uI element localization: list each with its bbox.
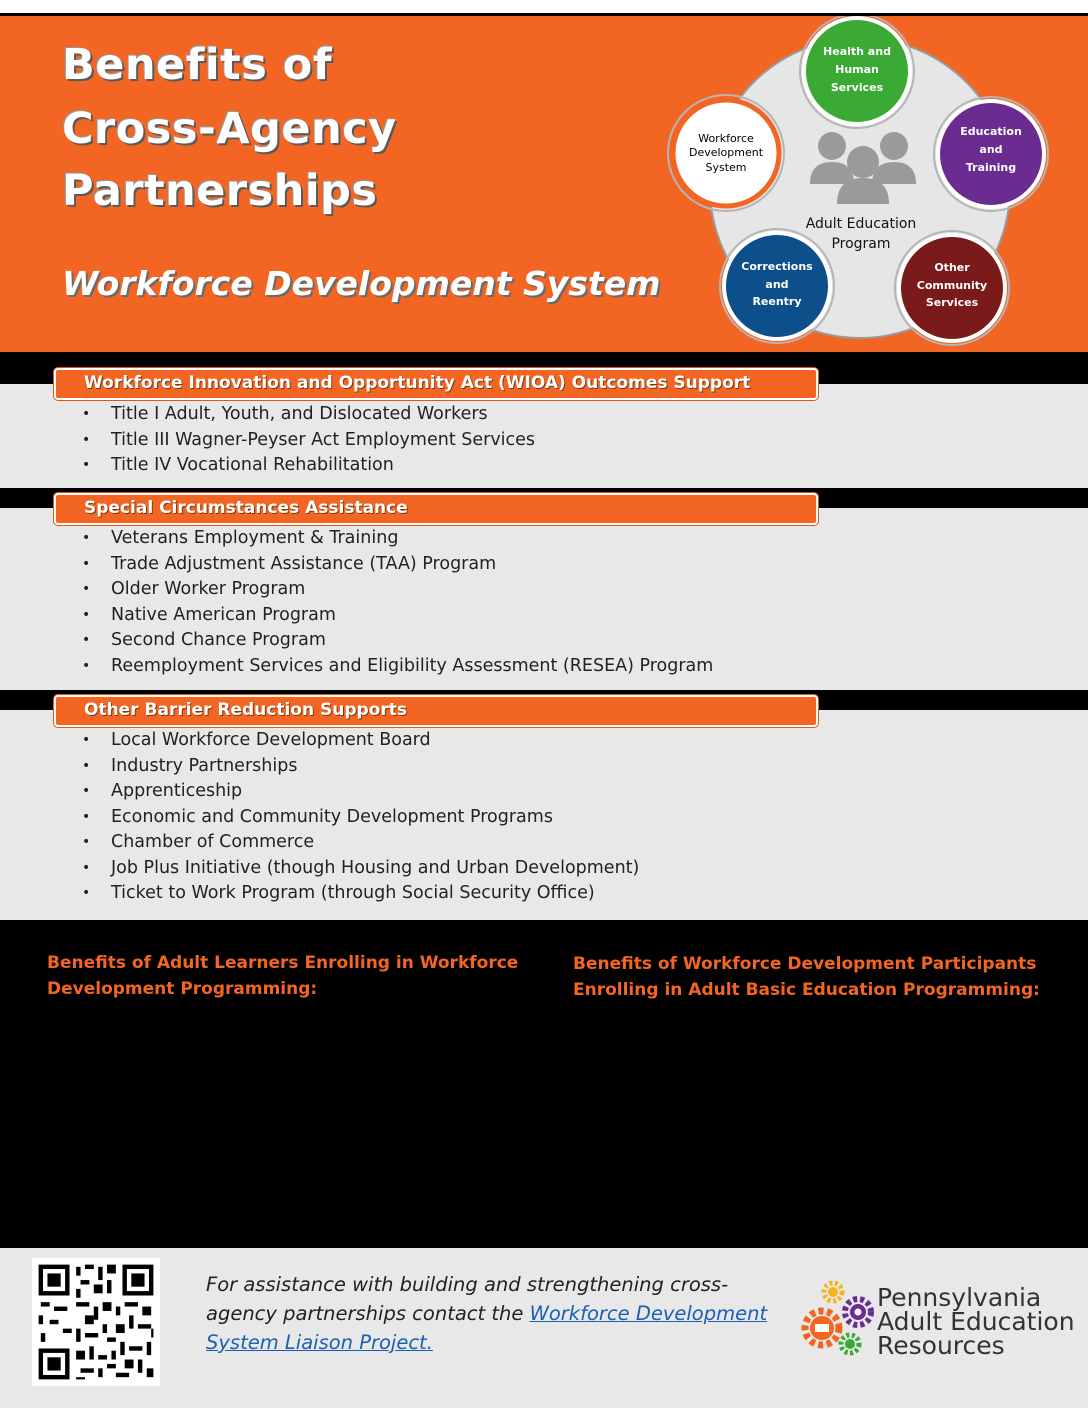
section-heading-wioa: Workforce Innovation and Opportunity Act… bbox=[54, 368, 818, 400]
section-heading-barrier: Other Barrier Reduction Supports bbox=[54, 695, 818, 727]
page-subtitle: Workforce Development System bbox=[62, 264, 661, 303]
benefit-heading-line: Benefits of Workforce Development Partic… bbox=[573, 954, 1037, 974]
node-workforce-development-system: Workforce Development System bbox=[667, 94, 785, 212]
footer bbox=[0, 1248, 1088, 1408]
qr-code-icon bbox=[32, 1258, 160, 1386]
benefits-section: Benefits of Adult Learners Enrolling in … bbox=[0, 920, 1088, 1248]
partnership-diagram: Adult Education Program Health and Human… bbox=[667, 16, 1049, 346]
node-label: Services bbox=[926, 296, 979, 309]
node-label: Other bbox=[934, 261, 970, 274]
list-item: Apprenticeship bbox=[82, 779, 639, 805]
node-label: Health and bbox=[823, 45, 891, 58]
benefits-adult-learners-heading: Benefits of Adult Learners Enrolling in … bbox=[47, 950, 527, 1002]
list-item: Veterans Employment & Training bbox=[82, 526, 713, 552]
list-item: Older Worker Program bbox=[82, 577, 713, 603]
node-label: Human bbox=[835, 63, 879, 76]
list-item: Reemployment Services and Eligibility As… bbox=[82, 654, 713, 680]
list-item: Native American Program bbox=[82, 603, 713, 629]
section-heading-special: Special Circumstances Assistance bbox=[54, 493, 818, 525]
node-label: Reentry bbox=[752, 295, 801, 308]
section-wioa: Title I Adult, Youth, and Dislocated Wor… bbox=[0, 384, 1088, 488]
node-label: Development bbox=[689, 146, 764, 159]
gear-icon-green bbox=[838, 1332, 862, 1356]
gear-icon-purple bbox=[842, 1296, 874, 1328]
benefits-workforce-participants-heading: Benefits of Workforce Development Partic… bbox=[573, 951, 1073, 1003]
list-item: Title III Wagner-Peyser Act Employment S… bbox=[82, 428, 535, 454]
qr-code[interactable] bbox=[32, 1258, 160, 1386]
list-item: Economic and Community Development Progr… bbox=[82, 805, 639, 831]
page-title-line-3: Partnerships bbox=[62, 166, 378, 216]
benefit-heading-line: Development Programming: bbox=[47, 979, 318, 999]
page-title-line-2: Cross-Agency bbox=[62, 104, 397, 154]
node-label: System bbox=[705, 161, 746, 174]
list-item: Industry Partnerships bbox=[82, 754, 639, 780]
node-label: and bbox=[979, 143, 1002, 156]
node-label: Education bbox=[960, 125, 1022, 138]
special-circumstances-list: Veterans Employment & Training Trade Adj… bbox=[82, 526, 713, 679]
contact-text: For assistance with building and strengt… bbox=[206, 1270, 786, 1357]
node-label: and bbox=[765, 278, 788, 291]
section-barrier-reduction: Local Workforce Development Board Indust… bbox=[0, 710, 1088, 920]
top-rule bbox=[0, 13, 1088, 16]
gears-logo-icon bbox=[801, 1280, 874, 1356]
barrier-reduction-list: Local Workforce Development Board Indust… bbox=[82, 728, 639, 907]
list-item: Local Workforce Development Board bbox=[82, 728, 639, 754]
node-corrections-reentry: Corrections and Reentry bbox=[719, 228, 835, 344]
node-label: Corrections bbox=[741, 260, 813, 273]
wioa-list: Title I Adult, Youth, and Dislocated Wor… bbox=[82, 402, 535, 479]
contact-sentence: For assistance with building and strengt… bbox=[206, 1273, 729, 1325]
list-item: Title I Adult, Youth, and Dislocated Wor… bbox=[82, 402, 535, 428]
people-icon bbox=[810, 132, 916, 204]
logo-text-line-1: Pennsylvania bbox=[877, 1283, 1042, 1312]
section-special-circumstances: Veterans Employment & Training Trade Adj… bbox=[0, 508, 1088, 690]
center-label-line-1: Adult Education bbox=[806, 216, 917, 232]
benefit-heading-line: Benefits of Adult Learners Enrolling in … bbox=[47, 953, 519, 973]
node-label: Training bbox=[966, 161, 1016, 174]
logo-text-line-2: Adult Education bbox=[877, 1307, 1075, 1336]
gear-icon-yellow bbox=[821, 1280, 845, 1304]
list-item: Job Plus Initiative (though Housing and … bbox=[82, 856, 639, 882]
node-education-training: Education and Training bbox=[933, 96, 1049, 212]
section-heading-text: Other Barrier Reduction Supports bbox=[84, 700, 407, 720]
node-other-community-services: Other Community Services bbox=[894, 230, 1010, 346]
center-label-line-2: Program bbox=[831, 236, 890, 252]
list-item: Chamber of Commerce bbox=[82, 830, 639, 856]
list-item: Ticket to Work Program (through Social S… bbox=[82, 881, 639, 907]
list-item: Title IV Vocational Rehabilitation bbox=[82, 453, 535, 479]
list-item: Second Chance Program bbox=[82, 628, 713, 654]
list-item: Trade Adjustment Assistance (TAA) Progra… bbox=[82, 552, 713, 578]
benefit-heading-line: Enrolling in Adult Basic Education Progr… bbox=[573, 980, 1040, 1000]
gear-icon-orange bbox=[801, 1307, 843, 1349]
page-title-line-1: Benefits of bbox=[62, 40, 333, 90]
node-label: Community bbox=[917, 279, 987, 292]
node-health-human-services: Health and Human Services bbox=[799, 16, 915, 129]
node-label: Services bbox=[831, 81, 884, 94]
section-heading-text: Workforce Innovation and Opportunity Act… bbox=[84, 373, 751, 393]
node-label: Workforce bbox=[698, 132, 754, 145]
liaison-project-link[interactable]: Workforce Development System Liaison Pro… bbox=[206, 1302, 768, 1354]
section-heading-text: Special Circumstances Assistance bbox=[84, 498, 408, 518]
logo-text-line-3: Resources bbox=[877, 1331, 1005, 1360]
